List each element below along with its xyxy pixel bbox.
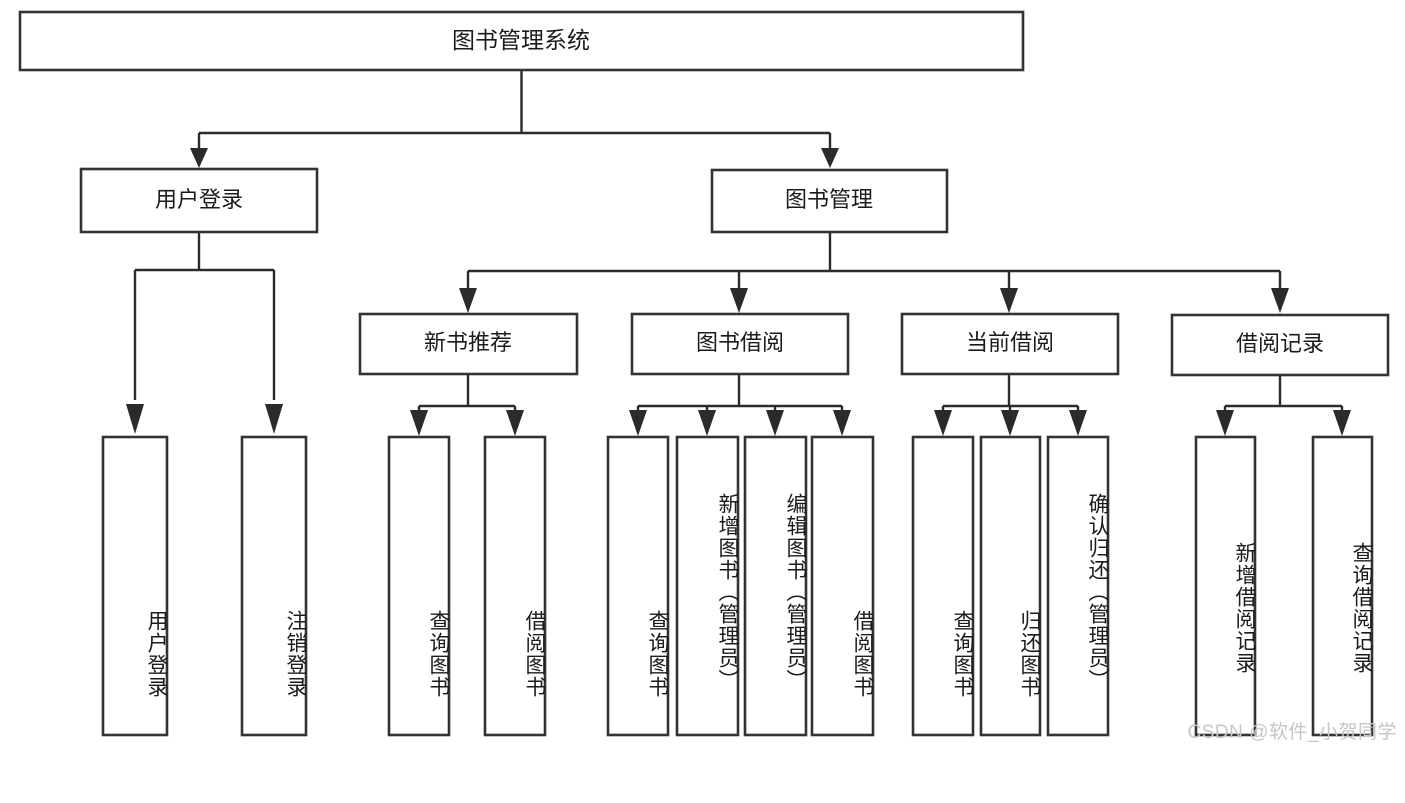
arrow-leaf-query-book-2	[629, 410, 647, 436]
node-borrow-record-label: 借阅记录	[1236, 331, 1324, 356]
hierarchy-diagram: 图书管理系统 用户登录 图书管理 新书推荐 图书借阅 当前借阅 借阅记录	[18, 10, 1397, 743]
leaf-box-layer	[101, 435, 1374, 737]
node-current-borrow[interactable]: 当前借阅	[900, 312, 1120, 376]
arrow-book-borrow	[730, 288, 748, 313]
node-current-borrow-label: 当前借阅	[966, 330, 1054, 355]
node-book-manage-box[interactable]	[710, 168, 949, 234]
leaf-box-return-book[interactable]	[979, 435, 1042, 737]
leaf-box-user-login[interactable]	[101, 435, 169, 737]
arrow-leaf-query-book-3	[934, 410, 952, 436]
leaf-box-borrow-book-2[interactable]	[810, 435, 875, 737]
leaf-box-query-book-1[interactable]	[387, 435, 451, 737]
leaf-box-borrow-book-1[interactable]	[483, 435, 547, 737]
leaf-box-query-book-3[interactable]	[911, 435, 975, 737]
arrow-user-login	[190, 148, 208, 168]
arrow-leaf-borrow-book-2	[833, 410, 851, 436]
node-book-borrow[interactable]: 图书借阅	[630, 312, 850, 376]
leaf-box-query-record[interactable]	[1311, 435, 1374, 737]
arrow-leaf-user-logout	[265, 404, 283, 434]
arrow-leaf-return-book	[1001, 410, 1019, 436]
node-borrow-record-box[interactable]	[1170, 313, 1390, 377]
arrow-leaf-add-record	[1216, 410, 1234, 436]
arrow-book-manage	[821, 148, 839, 168]
node-book-manage[interactable]: 图书管理	[710, 168, 949, 234]
node-book-manage-label: 图书管理	[785, 187, 873, 212]
node-new-book-recommend-label: 新书推荐	[424, 330, 512, 355]
leaf-box-confirm-return[interactable]	[1046, 435, 1110, 737]
diagram-canvas: 图书管理系统 用户登录 图书管理 新书推荐 图书借阅 当前借阅 借阅记录	[18, 10, 1390, 737]
arrow-borrow-record	[1271, 288, 1289, 313]
arrow-leaf-edit-book	[766, 410, 784, 436]
node-root-label: 图书管理系统	[452, 27, 590, 53]
node-root[interactable]: 图书管理系统	[18, 10, 1025, 72]
node-root-box[interactable]	[18, 10, 1025, 72]
node-new-book-recommend[interactable]: 新书推荐	[358, 312, 579, 376]
leaf-box-user-logout[interactable]	[240, 435, 308, 737]
arrow-leaf-borrow-book-1	[506, 410, 524, 436]
leaf-box-query-book-2[interactable]	[606, 435, 670, 737]
arrow-current-borrow	[1000, 288, 1018, 313]
csdn-watermark: CSDN @软件_小贺同学	[1187, 722, 1397, 743]
leaf-box-add-record[interactable]	[1194, 435, 1257, 737]
node-user-login-box[interactable]	[79, 167, 319, 234]
node-book-borrow-box[interactable]	[630, 312, 850, 376]
node-current-borrow-box[interactable]	[900, 312, 1120, 376]
connector-layer	[126, 70, 1351, 436]
arrow-leaf-confirm-return	[1069, 410, 1087, 436]
node-book-borrow-label: 图书借阅	[696, 330, 784, 355]
node-user-login-label: 用户登录	[155, 187, 243, 212]
arrow-leaf-add-book	[698, 410, 716, 436]
arrow-new-book-recommend	[459, 288, 477, 313]
node-new-book-recommend-box[interactable]	[358, 312, 579, 376]
leaf-box-add-book[interactable]	[675, 435, 740, 737]
arrow-leaf-user-login	[126, 404, 144, 434]
node-borrow-record[interactable]: 借阅记录	[1170, 313, 1390, 377]
leaf-box-edit-book[interactable]	[743, 435, 808, 737]
arrow-leaf-query-record	[1333, 410, 1351, 436]
arrow-leaf-query-book-1	[410, 410, 428, 436]
node-user-login[interactable]: 用户登录	[79, 167, 319, 234]
